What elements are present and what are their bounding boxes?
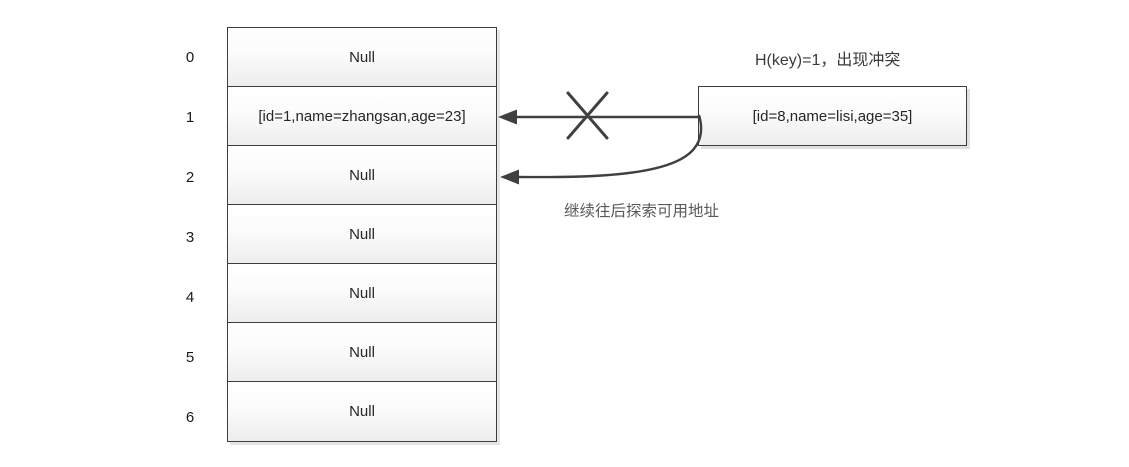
hash-slot-5: Null — [228, 323, 496, 382]
hash-slot-4: Null — [228, 264, 496, 323]
arrow-left-icon — [498, 109, 698, 125]
probe-note-label: 继续往后探索可用地址 — [564, 203, 720, 220]
x-mark-icon — [566, 91, 609, 140]
collision-label: H(key)=1，出现冲突 — [755, 52, 901, 69]
slot-index-label: 0 — [185, 48, 195, 66]
hash-slot-0: Null — [228, 28, 496, 87]
incoming-record-box: [id=8,name=lisi,age=35] — [698, 86, 967, 146]
hash-slot-6: Null — [228, 382, 496, 441]
slot-index-label: 6 — [185, 408, 195, 426]
hash-slot-1: [id=1,name=zhangsan,age=23] — [228, 87, 496, 146]
hash-slot-3: Null — [228, 205, 496, 264]
hash-slot-2: Null — [228, 146, 496, 205]
curved-arrow-left-icon — [500, 114, 703, 185]
slot-index-label: 1 — [185, 108, 195, 126]
hash-table: Null [id=1,name=zhangsan,age=23] Null Nu… — [227, 27, 497, 442]
slot-index-label: 3 — [185, 228, 195, 246]
slot-index-label: 2 — [185, 168, 195, 186]
slot-index-label: 5 — [185, 348, 195, 366]
slot-index-label: 4 — [185, 288, 195, 306]
slot-index-column: 0 1 2 3 4 5 6 — [160, 27, 220, 447]
